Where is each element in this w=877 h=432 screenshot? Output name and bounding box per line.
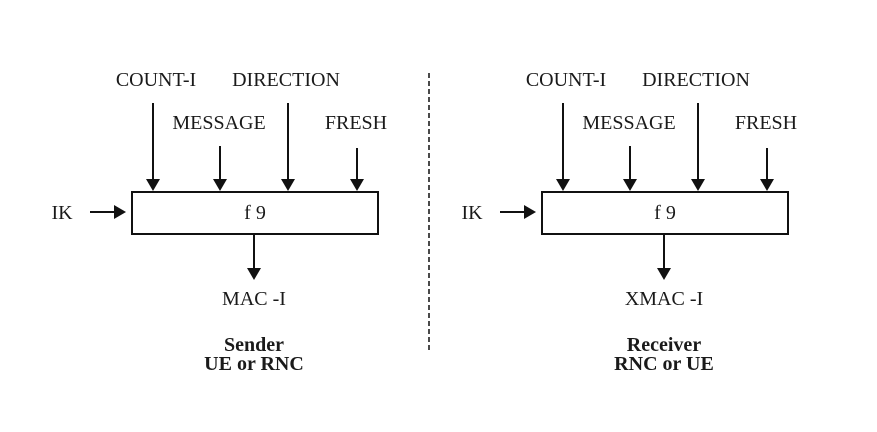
ik-arrowhead-icon <box>114 205 126 219</box>
mac-i-label: MAC -I <box>222 288 286 310</box>
output-arrow-line <box>253 235 255 268</box>
count-i-arrowhead-icon <box>556 179 570 191</box>
ik-arrow-line <box>90 211 114 213</box>
message-arrow-line <box>629 146 631 179</box>
count-i-label: COUNT-I <box>115 69 197 91</box>
output-arrowhead-icon <box>247 268 261 280</box>
count-i-arrowhead-icon <box>146 179 160 191</box>
caption-entity: UE or RNC <box>204 353 304 375</box>
receiver-caption: Receiver RNC or UE <box>614 334 714 375</box>
f9-box: f 9 <box>541 191 789 235</box>
xmac-i-label: XMAC -I <box>624 288 704 310</box>
direction-arrow-line <box>287 103 289 179</box>
fresh-arrow-line <box>356 148 358 179</box>
count-i-label: COUNT-I <box>525 69 607 91</box>
divider-dashed-line <box>428 73 430 353</box>
f9-label: f 9 <box>244 201 266 224</box>
f9-label: f 9 <box>654 201 676 224</box>
direction-arrowhead-icon <box>691 179 705 191</box>
ik-arrow-line <box>500 211 524 213</box>
f9-box: f 9 <box>131 191 379 235</box>
direction-arrowhead-icon <box>281 179 295 191</box>
fresh-arrowhead-icon <box>350 179 364 191</box>
message-arrowhead-icon <box>623 179 637 191</box>
ik-label: IK <box>461 202 483 224</box>
direction-label: DIRECTION <box>232 69 340 91</box>
direction-label: DIRECTION <box>642 69 750 91</box>
fresh-label: FRESH <box>324 112 388 134</box>
count-i-arrow-line <box>152 103 154 179</box>
fresh-label: FRESH <box>734 112 798 134</box>
caption-role: Receiver <box>626 334 702 356</box>
ik-arrowhead-icon <box>524 205 536 219</box>
message-label: MESSAGE <box>172 112 266 134</box>
caption-entity: RNC or UE <box>614 353 714 375</box>
ik-label: IK <box>51 202 73 224</box>
direction-arrow-line <box>697 103 699 179</box>
message-label: MESSAGE <box>582 112 676 134</box>
fresh-arrowhead-icon <box>760 179 774 191</box>
sender-diagram: COUNT-I DIRECTION MESSAGE FRESH IK f 9 M… <box>51 69 388 375</box>
output-arrowhead-icon <box>657 268 671 280</box>
message-arrowhead-icon <box>213 179 227 191</box>
message-arrow-line <box>219 146 221 179</box>
caption-role: Sender <box>223 334 284 356</box>
output-arrow-line <box>663 235 665 268</box>
sender-caption: Sender UE or RNC <box>204 334 304 375</box>
fresh-arrow-line <box>766 148 768 179</box>
receiver-diagram: COUNT-I DIRECTION MESSAGE FRESH IK f 9 X… <box>410 0 877 432</box>
count-i-arrow-line <box>562 103 564 179</box>
